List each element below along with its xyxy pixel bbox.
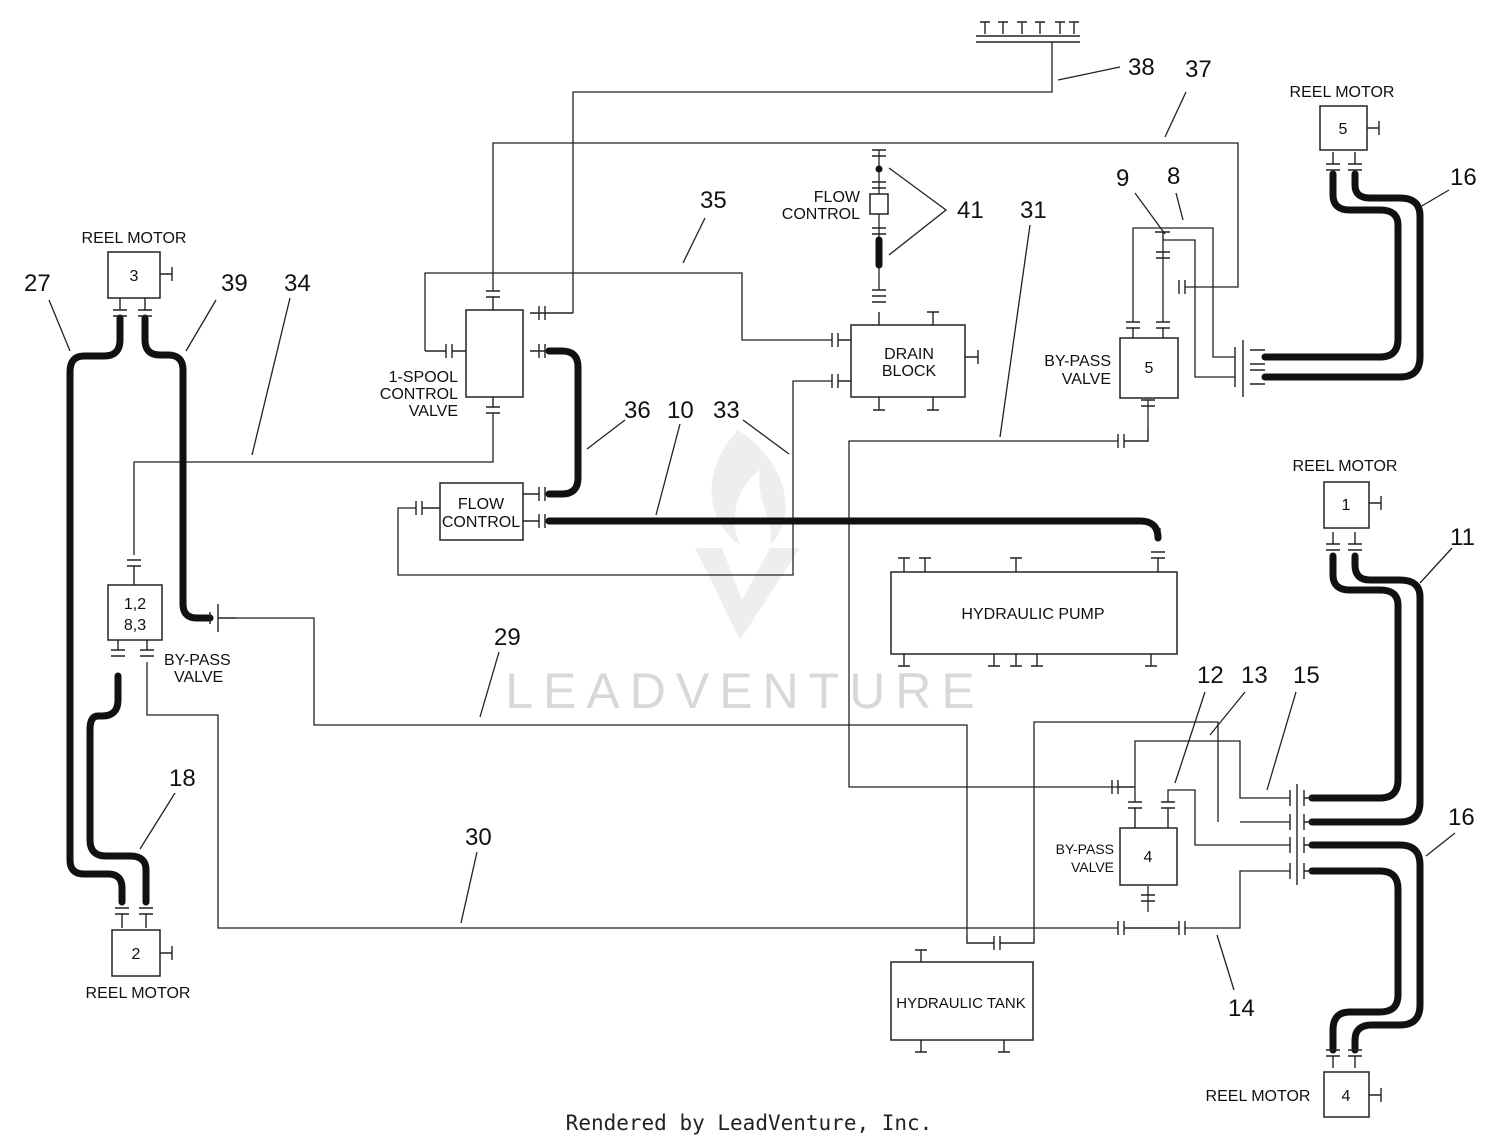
- bypass-valve-left: 1,2 8,3 BY-PASS VALVE: [107, 584, 231, 686]
- callout-16-top: 16: [1450, 164, 1477, 191]
- bypass-5-label-1: BY-PASS: [1044, 353, 1111, 370]
- callout-10: 10: [667, 397, 694, 424]
- reel-motor-2-label: REEL MOTOR: [86, 985, 191, 1002]
- hoses: [66, 165, 1424, 1054]
- callout-16-bottom: 16: [1448, 804, 1475, 831]
- reel-motor-4: 4 REEL MOTOR: [1206, 1071, 1370, 1118]
- callout-14: 14: [1228, 995, 1255, 1022]
- hose-16-bottom-inner: [1308, 867, 1402, 1054]
- callout-30: 30: [465, 824, 492, 851]
- hydraulic-tank: HYDRAULIC TANK: [890, 961, 1034, 1041]
- bypass-left-id-2: 8,3: [124, 617, 146, 634]
- callout-41: 41: [957, 197, 984, 224]
- reel-motor-5-id: 5: [1339, 121, 1348, 138]
- drain-block: DRAIN BLOCK: [850, 324, 966, 398]
- reel-motor-1-id: 1: [1342, 497, 1351, 514]
- thin-lines: [133, 42, 1290, 936]
- callout-35: 35: [700, 187, 727, 214]
- callout-15: 15: [1293, 662, 1320, 689]
- hydraulic-pump: HYDRAULIC PUMP: [890, 571, 1178, 655]
- hose-18: [86, 672, 150, 906]
- reel-motor-3: 3 REEL MOTOR: [82, 230, 187, 299]
- callout-29: 29: [494, 624, 521, 651]
- drain-block-line-2: BLOCK: [882, 363, 937, 380]
- bypass-valve-5: 5 BY-PASS VALVE: [1044, 337, 1179, 399]
- bypass-4-label-1: BY-PASS: [1056, 841, 1114, 857]
- hose-11-inner: [1308, 552, 1402, 802]
- reel-motor-1: 1 REEL MOTOR: [1293, 458, 1398, 529]
- callout-34: 34: [284, 270, 311, 297]
- hose-10: [545, 517, 1162, 542]
- bypass-5-id: 5: [1145, 360, 1154, 377]
- flow-control-label-1: FLOW: [814, 189, 861, 206]
- spool-valve-label-3: VALVE: [409, 403, 458, 420]
- callout-31: 31: [1020, 197, 1047, 224]
- bypass-left-id-1: 1,2: [124, 596, 146, 613]
- callout-9: 9: [1116, 165, 1129, 192]
- flow-control-box-line-2: CONTROL: [442, 514, 520, 531]
- callout-numbers: 38 37 16 35 41 31 9 8 27 39 34 36 10 33 …: [24, 54, 1477, 1022]
- callout-37: 37: [1185, 56, 1212, 83]
- spool-valve-label-2: CONTROL: [380, 386, 458, 403]
- bypass-4-id: 4: [1144, 849, 1153, 866]
- bypass-5-label-2: VALVE: [1062, 371, 1111, 388]
- callout-13: 13: [1241, 662, 1268, 689]
- watermark: LEADVENTURE: [505, 430, 985, 719]
- hose-16-top-inner: [1261, 170, 1402, 361]
- flow-control-box: FLOW CONTROL: [439, 482, 524, 541]
- reel-motor-5-label: REEL MOTOR: [1290, 84, 1395, 101]
- callout-33: 33: [713, 397, 740, 424]
- flow-control-label-2: CONTROL: [782, 206, 860, 223]
- bypass-left-label-1: BY-PASS: [164, 652, 231, 669]
- footer-credit: Rendered by LeadVenture, Inc.: [566, 1111, 933, 1135]
- hose-27: [66, 314, 126, 906]
- reel-motor-5: 5 REEL MOTOR: [1290, 84, 1395, 151]
- fittings: [111, 21, 1382, 1102]
- hose-39: [141, 314, 214, 622]
- reel-motor-3-id: 3: [130, 268, 139, 285]
- hose-11-outer: [1308, 552, 1424, 826]
- reel-motor-4-id: 4: [1342, 1088, 1351, 1105]
- bypass-left-label-2: VALVE: [174, 669, 223, 686]
- reel-motor-1-label: REEL MOTOR: [1293, 458, 1398, 475]
- callout-11: 11: [1450, 524, 1475, 551]
- hose-36: [545, 347, 582, 498]
- callout-12: 12: [1197, 662, 1224, 689]
- hose-16-top-outer: [1261, 170, 1424, 381]
- callout-8: 8: [1167, 163, 1180, 190]
- reel-motor-3-label: REEL MOTOR: [82, 230, 187, 247]
- callout-39: 39: [221, 270, 248, 297]
- callout-18: 18: [169, 765, 196, 792]
- hose-16-bottom-outer: [1308, 841, 1424, 1054]
- hydraulic-pump-label: HYDRAULIC PUMP: [961, 606, 1104, 623]
- callout-36: 36: [624, 397, 651, 424]
- drain-block-line-1: DRAIN: [884, 346, 934, 363]
- bypass-valve-4: 4 BY-PASS VALVE: [1056, 827, 1178, 886]
- spool-control-valve: 1-SPOOL CONTROL VALVE: [380, 309, 524, 420]
- watermark-text: LEADVENTURE: [505, 663, 985, 719]
- reel-motor-2-id: 2: [132, 946, 141, 963]
- flow-control-box-line-1: FLOW: [458, 496, 505, 513]
- callout-27: 27: [24, 270, 51, 297]
- spool-valve-label-1: 1-SPOOL: [389, 369, 458, 386]
- bypass-4-label-2: VALVE: [1071, 859, 1114, 875]
- reel-motor-2: 2 REEL MOTOR: [86, 929, 191, 1002]
- callout-38: 38: [1128, 54, 1155, 81]
- callout-leaders: [48, 66, 1456, 991]
- hydraulic-tank-label: HYDRAULIC TANK: [896, 995, 1025, 1012]
- reel-motor-4-label: REEL MOTOR: [1206, 1088, 1311, 1105]
- flow-control-valve: FLOW CONTROL: [782, 189, 861, 223]
